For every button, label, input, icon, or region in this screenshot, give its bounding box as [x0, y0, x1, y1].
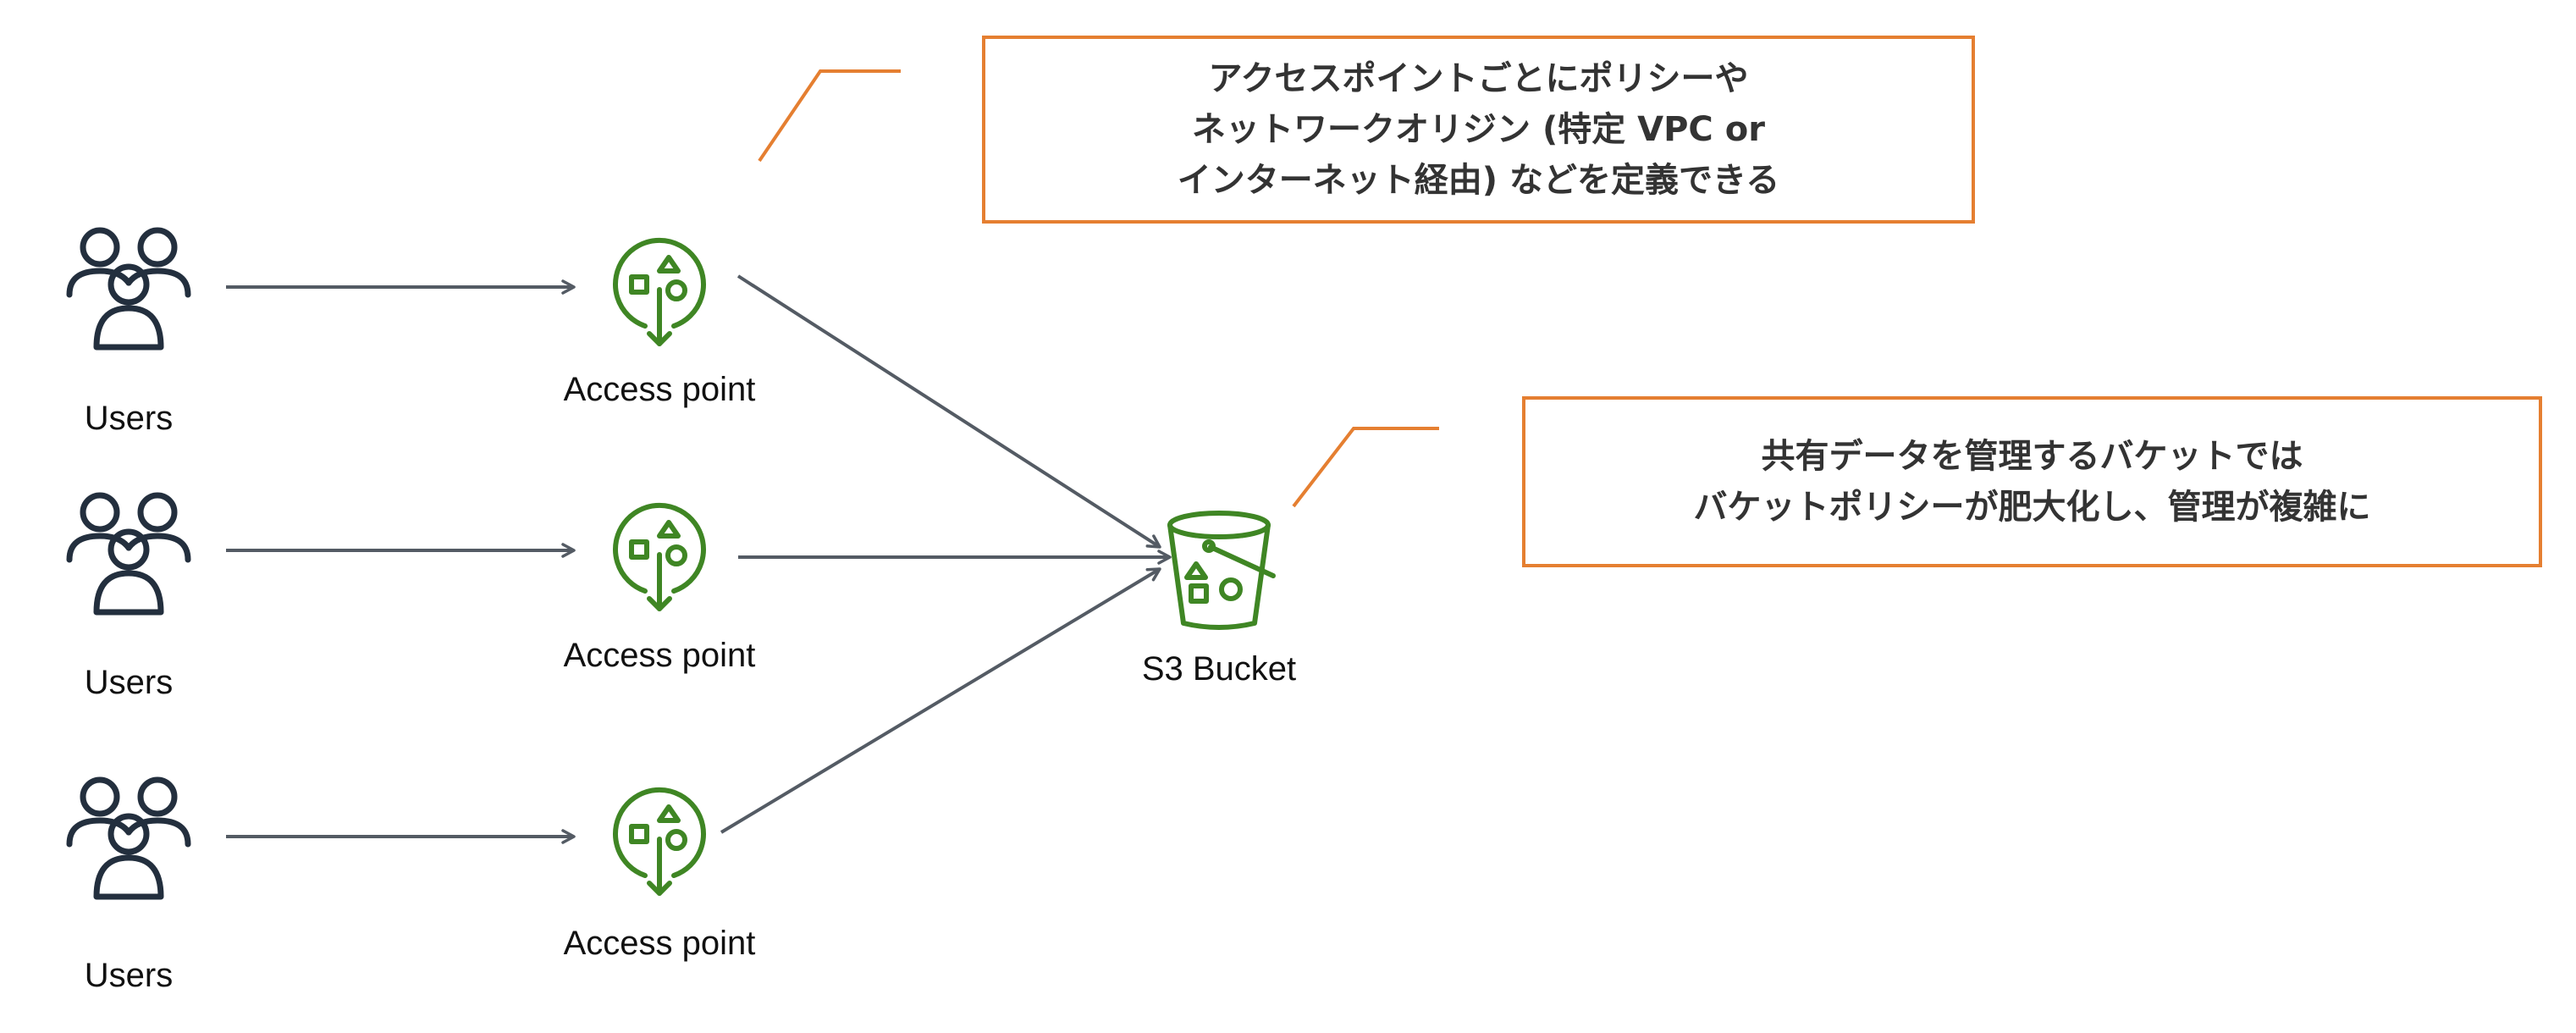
arrow-access-point-1-to-bucket: [736, 274, 1161, 549]
access-point-label: Access point: [563, 925, 756, 962]
callout-line: アクセスポイントごとにポリシーや: [1208, 59, 1749, 98]
callout-line: ネットワークオリジン (特定 VPC or: [1192, 110, 1765, 149]
access-point-icon: [615, 240, 703, 344]
bucket-callout-leader: [1292, 427, 1439, 508]
access-point-label: Access point: [563, 637, 756, 674]
callout-line: インターネット経由) などを定義できる: [1177, 161, 1780, 200]
access-point-icon: [615, 790, 703, 893]
s3-bucket-icon: [1170, 513, 1273, 627]
users-label: Users: [84, 957, 174, 994]
access-point-label: Access point: [563, 371, 756, 408]
users-label: Users: [84, 400, 174, 437]
callout-text: アクセスポイントごとにポリシーや ネットワークオリジン (特定 VPC or イ…: [1178, 53, 1779, 206]
callout-line: 共有データを管理するバケットでは: [1761, 437, 2303, 476]
arrow-access-point-3-to-bucket: [720, 567, 1161, 834]
s3-bucket-label: S3 Bucket: [1141, 650, 1297, 688]
users-icon: [69, 230, 188, 347]
users-icon: [69, 495, 188, 612]
bucket-policy-callout: 共有データを管理するバケットでは バケットポリシーが肥大化し、管理が複雑に: [1522, 396, 2542, 567]
access-point-callout-leader: [758, 69, 901, 163]
connector-arrows: [226, 274, 1172, 844]
users-icon: [69, 780, 188, 897]
callout-text: 共有データを管理するバケットでは バケットポリシーが肥大化し、管理が複雑に: [1694, 431, 2371, 533]
access-point-icon: [615, 505, 703, 609]
callout-leader-lines: [758, 69, 1439, 508]
users-label: Users: [84, 664, 174, 701]
access-point-policy-callout: アクセスポイントごとにポリシーや ネットワークオリジン (特定 VPC or イ…: [982, 36, 1975, 224]
callout-line: バケットポリシーが肥大化し、管理が複雑に: [1693, 488, 2371, 527]
